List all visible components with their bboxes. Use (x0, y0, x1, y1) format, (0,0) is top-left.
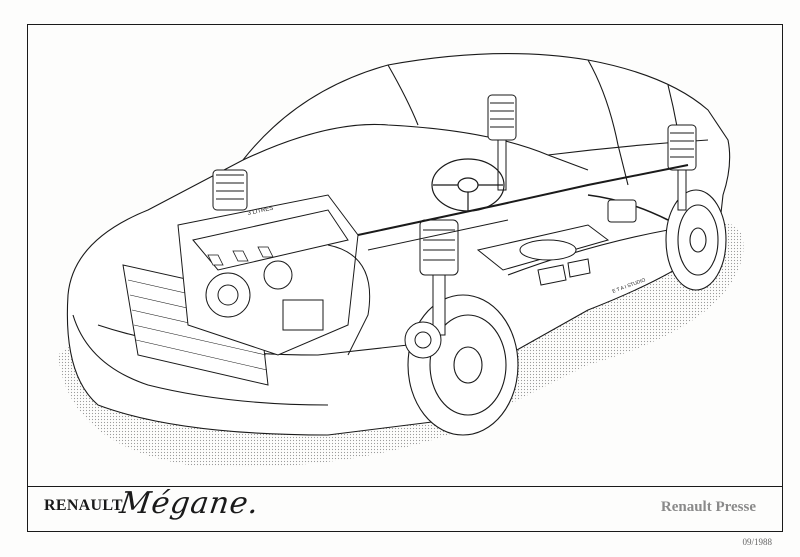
front-suspension (212, 169, 459, 359)
issue-date: 09/1988 (742, 537, 772, 547)
engine-label: 3 LITRES (247, 206, 274, 217)
press-label: Renault Presse (660, 499, 756, 515)
drivetrain (357, 164, 689, 286)
page-frame (27, 24, 783, 532)
front-wheel (407, 294, 519, 436)
rear-wheel (665, 189, 727, 291)
rear-suspension (487, 94, 697, 211)
engine-block: 3 LITRES (177, 194, 371, 356)
footer-divider (27, 486, 783, 487)
cutaway-car-illustration: 3 LITRES (58, 53, 744, 467)
brand-name: RENAULT (44, 497, 123, 514)
model-logotype: Mégane. (117, 486, 262, 521)
car-body (66, 53, 731, 436)
